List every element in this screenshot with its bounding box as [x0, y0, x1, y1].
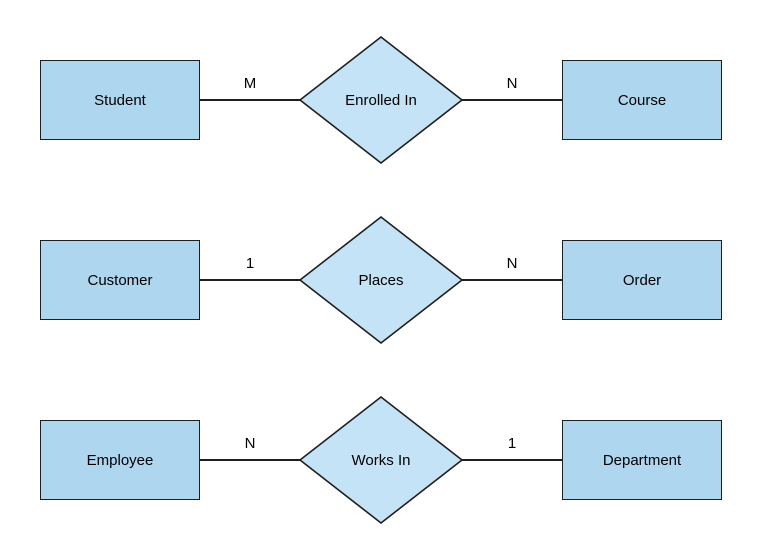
connector-customer-to-places: [200, 279, 300, 281]
entity-order: Order: [562, 240, 722, 320]
relationship-row-student-course: Student M Enrolled In N Course: [0, 35, 761, 165]
cardinality-course-side: N: [506, 75, 518, 92]
connector-enrolled-in-to-course: [462, 99, 562, 101]
entity-course-label: Course: [617, 91, 667, 109]
entity-customer-label: Customer: [87, 271, 153, 289]
cardinality-customer-side: 1: [245, 255, 255, 272]
connector-employee-to-works-in: [200, 459, 300, 461]
connector-places-to-order: [462, 279, 562, 281]
entity-department-label: Department: [602, 451, 682, 469]
relationship-places-label: Places: [358, 271, 404, 289]
entity-student: Student: [40, 60, 200, 140]
cardinality-student-side: M: [243, 75, 257, 92]
cardinality-order-side: N: [506, 255, 518, 272]
relationship-works-in-label: Works In: [351, 451, 411, 469]
entity-order-label: Order: [622, 271, 662, 289]
cardinality-employee-side: N: [244, 435, 256, 452]
relationship-row-customer-order: Customer 1 Places N Order: [0, 215, 761, 345]
entity-employee: Employee: [40, 420, 200, 500]
connector-student-to-enrolled-in: [200, 99, 300, 101]
entity-student-label: Student: [94, 91, 146, 109]
connector-works-in-to-department: [462, 459, 562, 461]
entity-department: Department: [562, 420, 722, 500]
cardinality-department-side: 1: [507, 435, 517, 452]
entity-course: Course: [562, 60, 722, 140]
entity-customer: Customer: [40, 240, 200, 320]
relationship-row-employee-department: Employee N Works In 1 Department: [0, 395, 761, 525]
relationship-enrolled-in-label: Enrolled In: [345, 91, 417, 109]
entity-employee-label: Employee: [86, 451, 154, 469]
